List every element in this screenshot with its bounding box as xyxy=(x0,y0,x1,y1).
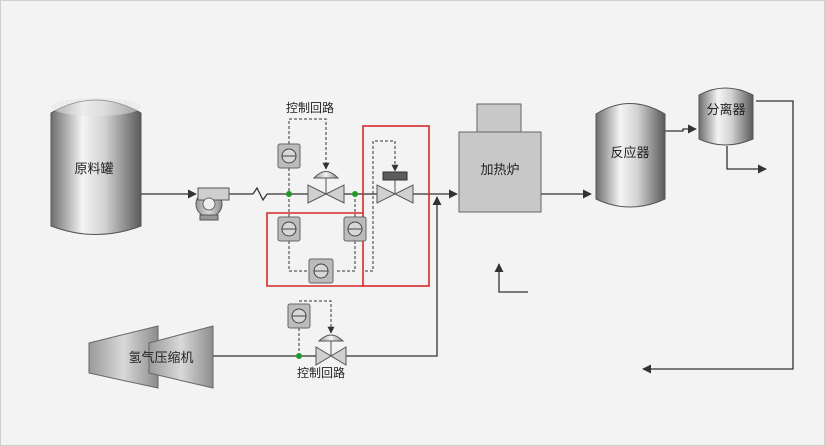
cascade-highlight-lower xyxy=(266,212,363,287)
heating-furnace: 加热炉 xyxy=(458,103,542,213)
tap-point xyxy=(286,191,292,197)
feed-tank: 原料罐 xyxy=(50,98,142,235)
reactor-to-separator-line xyxy=(665,124,697,134)
recycle-line xyxy=(642,100,794,374)
cascade-highlight-upper xyxy=(362,125,430,287)
feed-tank-label: 原料罐 xyxy=(74,162,113,177)
control-valve-2 xyxy=(376,171,414,204)
separator-label: 分离器 xyxy=(706,102,745,118)
furnace-bottom-inlet xyxy=(494,263,528,293)
compressor-label: 氢气压缩机 xyxy=(128,350,193,366)
feed-pump xyxy=(195,187,230,221)
upper-control-loop-label: 控制回路 xyxy=(286,100,334,115)
tap-point xyxy=(296,353,302,359)
check-valve-symbol xyxy=(252,186,268,202)
separator: 分离器 xyxy=(698,87,754,146)
reactor-label: 反应器 xyxy=(610,145,649,161)
tap-point xyxy=(352,191,358,197)
lower-loop-controller xyxy=(287,303,311,329)
cascade-controller-left xyxy=(277,216,301,242)
measurement-points xyxy=(286,191,358,359)
control-valve-1 xyxy=(307,171,345,204)
hydrogen-to-furnace-line xyxy=(344,196,442,357)
lower-control-loop-label: 控制回路 xyxy=(297,365,345,380)
furnace-label: 加热炉 xyxy=(480,163,519,178)
cascade-controller-right xyxy=(343,216,367,242)
hydrogen-compressor: 氢气压缩机 xyxy=(88,325,214,389)
reactor: 反应器 xyxy=(595,103,666,208)
highlight-boxes xyxy=(266,125,430,287)
upper-loop-controller xyxy=(277,143,301,169)
control-valve-3 xyxy=(315,334,347,366)
cascade-controller-bottom xyxy=(308,258,334,284)
separator-bottom-outlet xyxy=(726,146,767,174)
signal-lines xyxy=(288,118,399,356)
process-lines xyxy=(141,100,794,374)
